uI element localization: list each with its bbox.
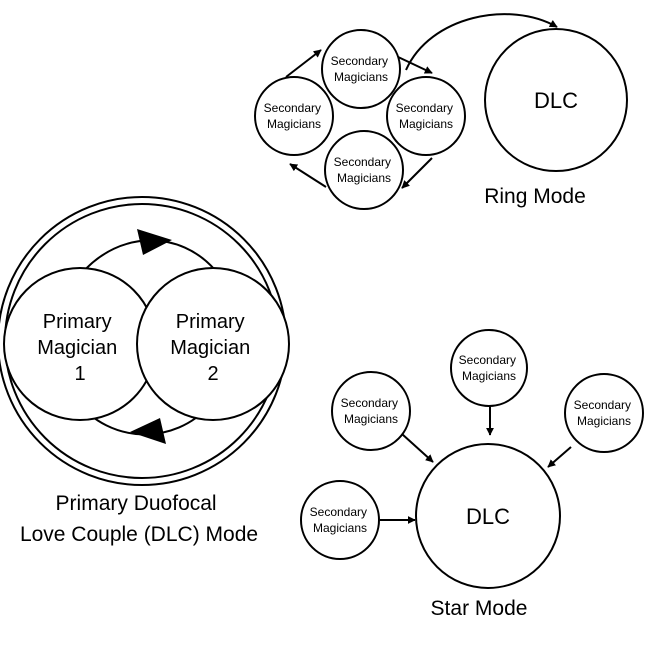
ring-arrow-top-to-right (395, 55, 433, 74)
svg-text:Secondary Magicians: Secondary Magicians (334, 155, 395, 185)
svg-text:Primary Magician: Primary Magician 2 (170, 311, 256, 385)
star-mode-title: Star Mode (431, 597, 528, 620)
ring-secondary-left: Secondary Magicians (254, 76, 334, 156)
star-mode: Secondary Magicians Secondary Magicians … (300, 329, 644, 620)
star-secondary-top: Secondary Magicians (450, 329, 528, 407)
star-arrow-right (547, 446, 572, 468)
duofocal-bottom-arrowhead (130, 418, 166, 444)
primary-magician-2: Primary Magician 2 (136, 267, 290, 421)
svg-text:Secondary Magicians: Secondary Magicians (396, 101, 457, 131)
primary-magician-1: Primary Magician 1 (3, 267, 157, 421)
svg-text:Secondary Magicians: Secondary Magicians (264, 101, 325, 131)
svg-text:DLC: DLC (466, 504, 510, 529)
ring-secondary-bottom: Secondary Magicians (324, 130, 404, 210)
svg-text:Secondary Magicians: Secondary Magicians (310, 505, 371, 535)
ring-arrow-left-to-top (285, 49, 322, 78)
duofocal-top-arrowhead (137, 229, 172, 255)
ring-arrow-to-dlc (405, 13, 558, 71)
star-secondary-upper-left: Secondary Magicians (331, 371, 411, 451)
ring-secondary-top: Secondary Magicians (321, 29, 401, 109)
svg-text:DLC: DLC (534, 88, 578, 113)
ring-dlc: DLC (484, 28, 628, 172)
ring-secondary-right: Secondary Magicians (386, 76, 466, 156)
ring-mode-title: Ring Mode (484, 185, 586, 208)
svg-text:Secondary Magicians: Secondary Magicians (459, 353, 520, 383)
star-dlc: DLC (415, 443, 561, 589)
star-secondary-lower-left: Secondary Magicians (300, 480, 380, 560)
svg-text:Primary Magician: Primary Magician 1 (37, 311, 123, 385)
star-arrow-upper-left (401, 433, 434, 463)
ring-arrow-right-to-bottom (401, 157, 433, 189)
duofocal-mode: Primary Magician 1 Primary Magician 2 Pr… (0, 196, 290, 546)
ring-arrow-bottom-to-left (289, 163, 327, 188)
duofocal-mode-title: Primary Duofocal Love Couple (DLC) Mode (20, 492, 258, 546)
svg-text:Secondary Magicians: Secondary Magicians (341, 396, 402, 426)
star-secondary-right: Secondary Magicians (564, 373, 644, 453)
ring-mode: Secondary Magicians Secondary Magicians … (254, 13, 628, 210)
svg-text:Secondary Magicians: Secondary Magicians (574, 398, 635, 428)
svg-text:Secondary Magicians: Secondary Magicians (331, 54, 392, 84)
